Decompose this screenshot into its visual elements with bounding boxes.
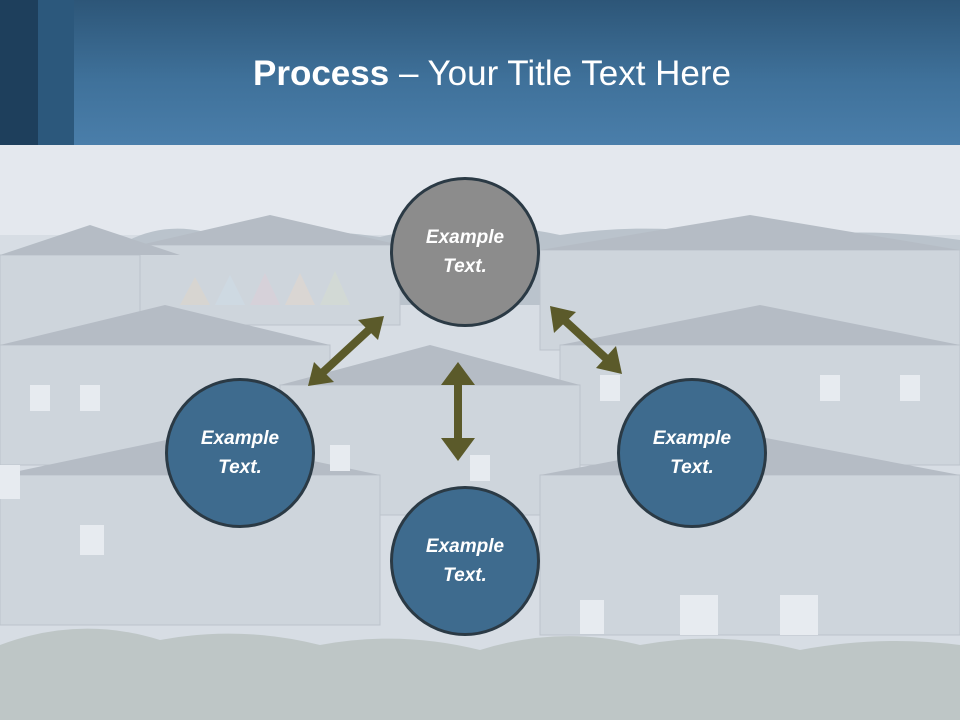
double-arrow-top-left bbox=[308, 316, 384, 386]
title-header-band: Process – Your Title Text Here bbox=[0, 0, 960, 145]
slide-title-rest: – Your Title Text Here bbox=[389, 54, 731, 93]
slide-title-bold: Process bbox=[253, 54, 390, 93]
process-node-top-label: Example Text. bbox=[425, 227, 505, 277]
slide-title: Process – Your Title Text Here bbox=[0, 52, 960, 96]
process-node-bottom-label: Example Text. bbox=[425, 536, 505, 586]
header-accent-stripe-dark bbox=[0, 0, 38, 145]
double-arrow-top-right bbox=[550, 306, 622, 374]
process-node-right-label: Example Text. bbox=[652, 428, 732, 478]
process-node-left-label: Example Text. bbox=[200, 428, 280, 478]
header-accent-stripe-mid bbox=[38, 0, 74, 145]
double-arrow-vertical bbox=[441, 362, 475, 461]
process-node-left: Example Text. bbox=[165, 378, 315, 528]
process-node-top: Example Text. bbox=[390, 177, 540, 327]
process-node-right: Example Text. bbox=[617, 378, 767, 528]
process-node-bottom: Example Text. bbox=[390, 486, 540, 636]
